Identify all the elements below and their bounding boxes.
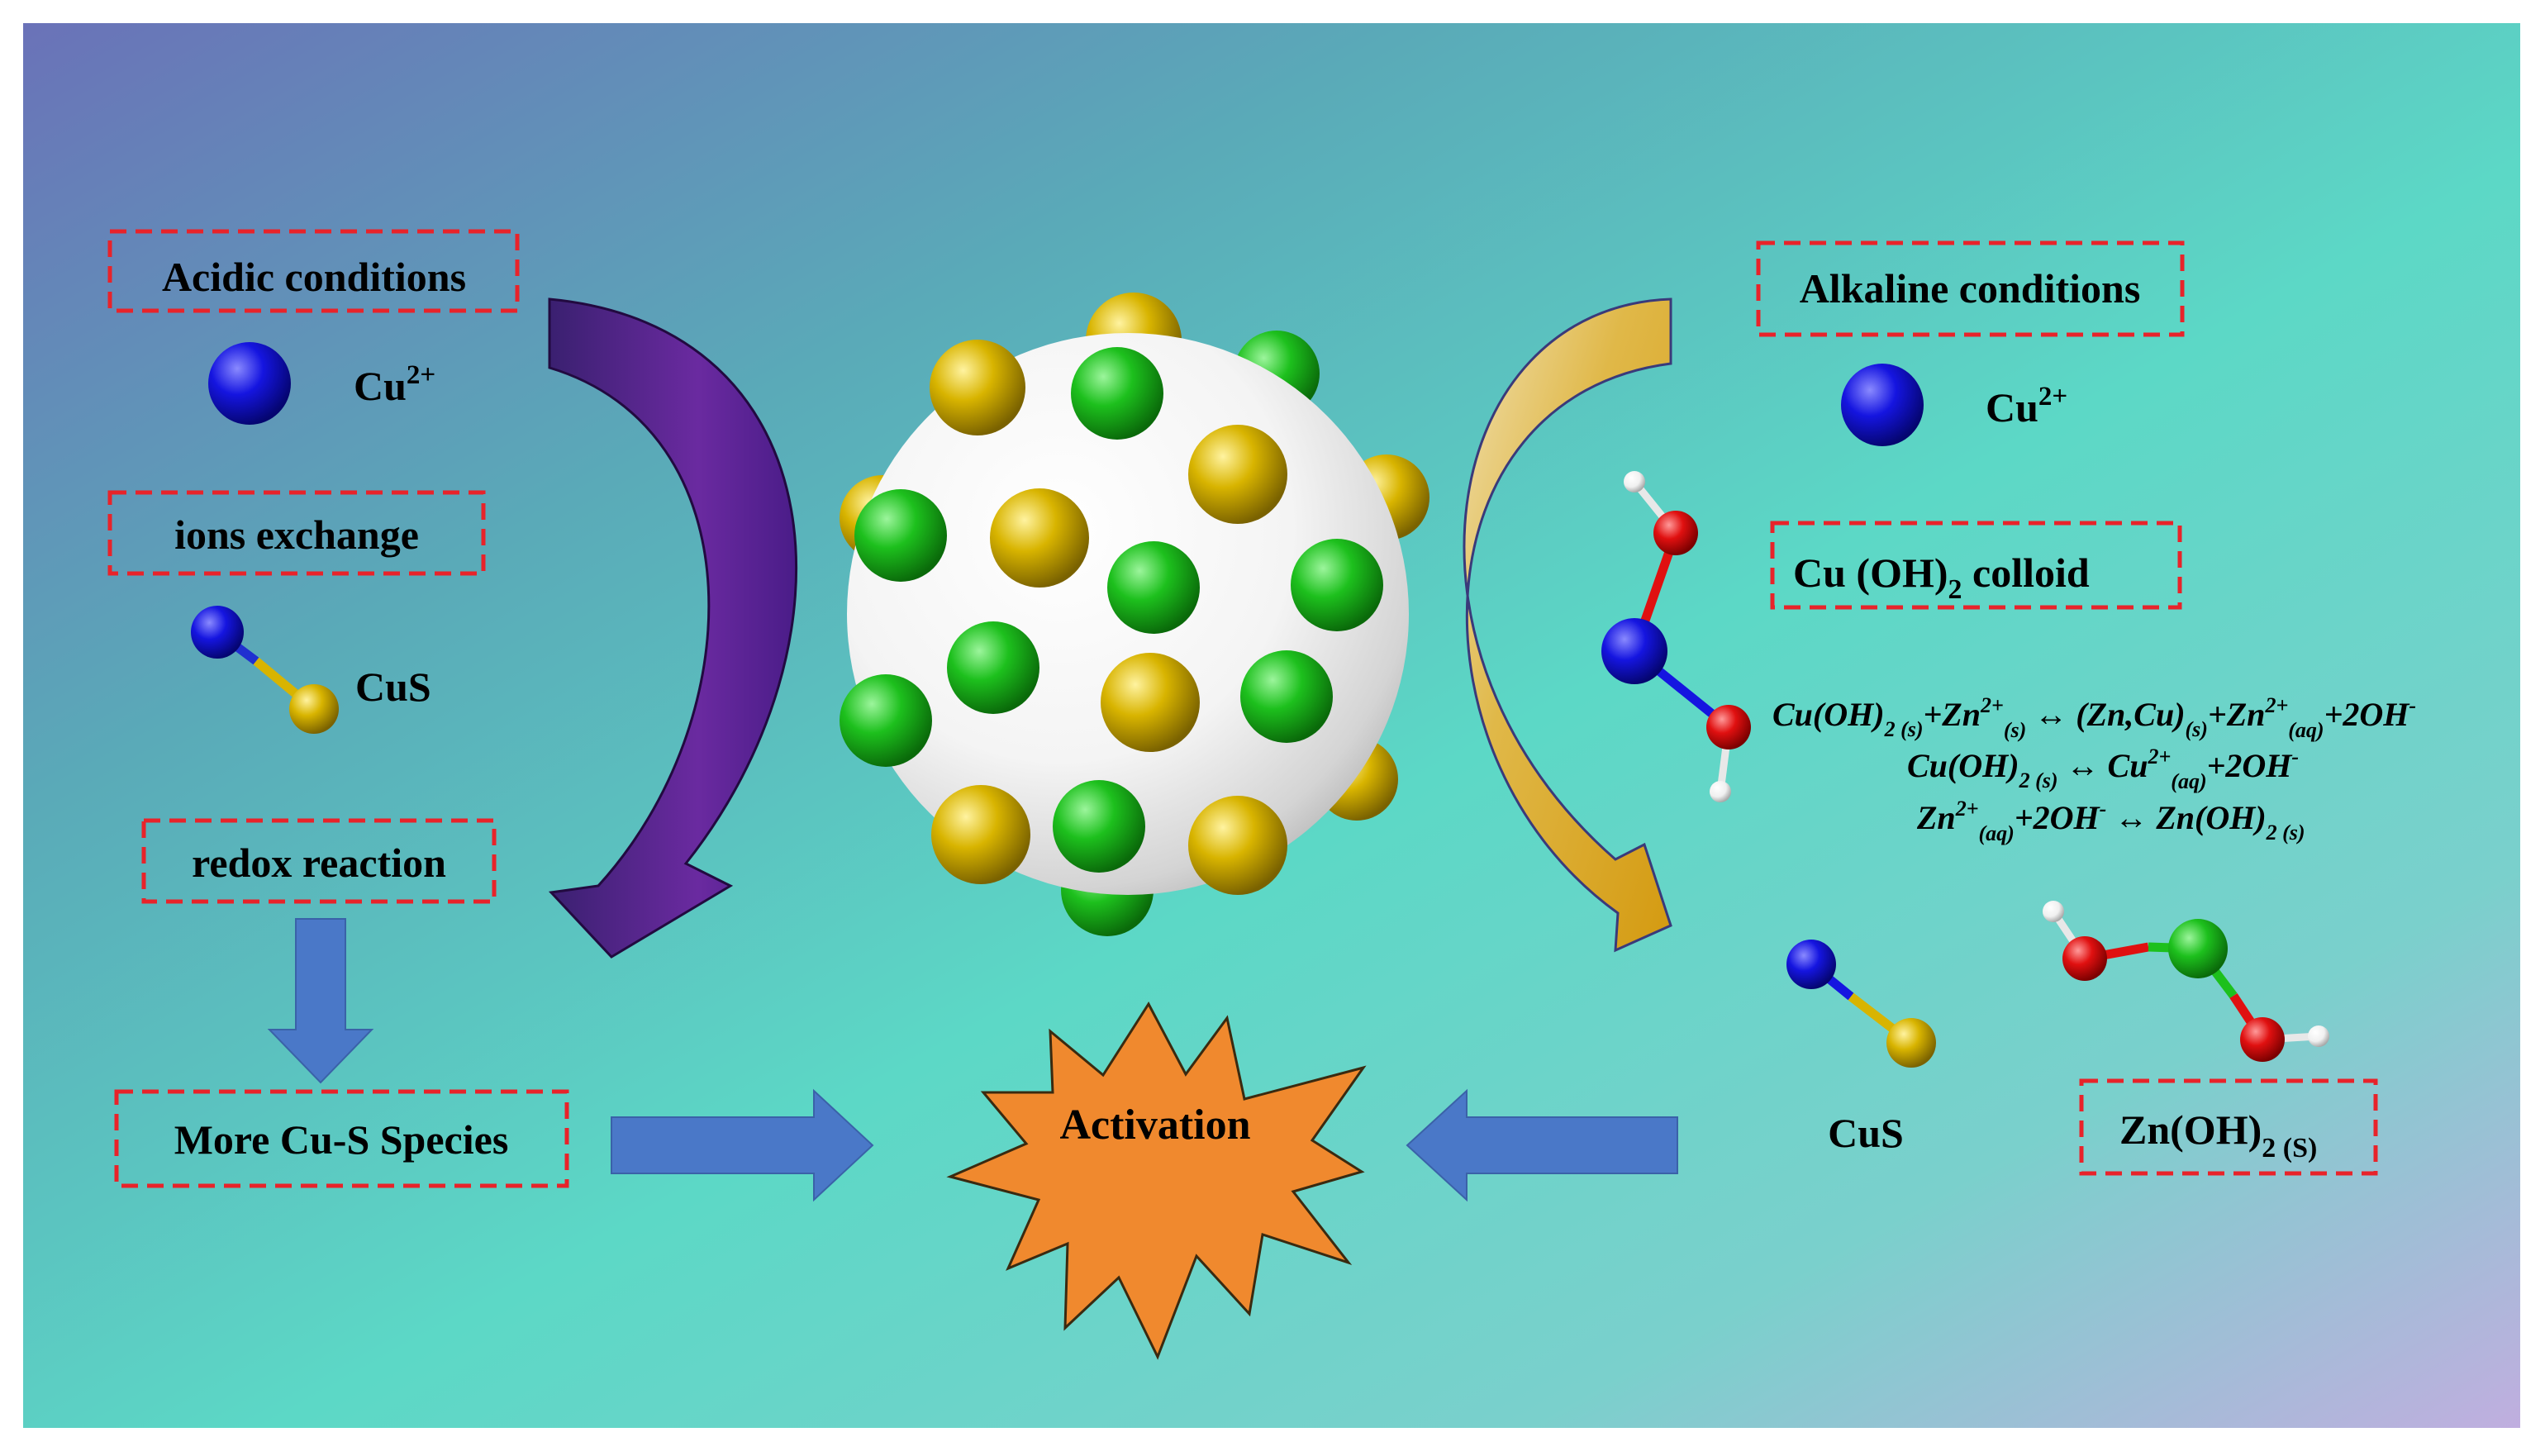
s-atom — [1886, 1018, 1936, 1068]
cu-ion-label-right: Cu2+ — [1986, 382, 2067, 431]
equation-2: Cu(OH)2 (s) ↔ Cu2+(aq)+2OH- — [1907, 745, 2299, 793]
h-atom — [2308, 1025, 2329, 1047]
cu-ion-sphere-right — [1841, 364, 1924, 446]
s-atom — [289, 684, 339, 734]
cu-ion-sphere — [208, 342, 291, 425]
zn-atom — [1291, 539, 1383, 631]
cus-molecule-left — [191, 606, 339, 734]
zn-atom — [1053, 780, 1145, 873]
cu-oh2-molecule — [1601, 471, 1751, 802]
h-atom — [2043, 901, 2064, 922]
purple-curved-arrow — [548, 297, 798, 959]
cu-atom — [1786, 940, 1836, 989]
o-atom — [1653, 511, 1698, 555]
s-atom — [1188, 796, 1287, 895]
redox-reaction-box — [141, 818, 497, 904]
o-atom — [2240, 1017, 2285, 1062]
zn-oh2-box — [2079, 1078, 2378, 1176]
left-to-activation-arrow — [611, 1088, 874, 1202]
cu-atom — [1601, 618, 1667, 684]
more-cus-species-label: More Cu-S Species — [174, 1116, 509, 1163]
activation-burst — [946, 1002, 1367, 1360]
cus-label-left: CuS — [355, 664, 431, 710]
cu-ion-label: Cu2+ — [354, 360, 435, 409]
ions-exchange-box — [107, 490, 486, 576]
alkaline-conditions-box — [1756, 240, 2185, 337]
s-atom — [1188, 425, 1287, 524]
cu-oh2-colloid-box — [1770, 521, 2182, 610]
cus-molecule-right — [1786, 940, 1936, 1068]
o-atom — [2062, 936, 2107, 981]
s-atom — [990, 488, 1089, 588]
acidic-conditions-box — [107, 229, 520, 313]
zn-atom — [947, 621, 1039, 714]
equation-1: Cu(OH)2 (s)+Zn2+(s) ↔ (Zn,Cu)(s)+Zn2+(aq… — [1772, 693, 2416, 742]
zn-atom — [2168, 919, 2228, 978]
acidic-conditions-label: Acidic conditions — [162, 254, 466, 300]
catalyst-particle — [840, 293, 1429, 936]
gold-curved-arrow — [1463, 297, 1672, 953]
down-arrow — [267, 918, 374, 1084]
equation-3: Zn2+(aq)+2OH- ↔ Zn(OH)2 (s) — [1916, 797, 2305, 845]
redox-reaction-label: redox reaction — [192, 840, 446, 886]
ions-exchange-label: ions exchange — [174, 512, 419, 558]
h-atom — [1710, 781, 1731, 802]
s-atom — [930, 340, 1025, 435]
cu-atom — [191, 606, 244, 659]
activation-label: Activation — [1059, 1102, 1250, 1149]
s-atom — [931, 785, 1030, 884]
zn-oh2-molecule — [2043, 901, 2329, 1062]
o-atom — [1706, 705, 1751, 749]
cu-oh2-colloid-label: Cu (OH)2 colloid — [1793, 550, 2090, 605]
zn-atom — [1071, 347, 1163, 440]
cus-label-right: CuS — [1828, 1110, 1904, 1156]
zn-atom — [854, 489, 947, 582]
zn-atom — [1240, 650, 1333, 743]
s-atom — [1101, 653, 1200, 752]
alkaline-conditions-label: Alkaline conditions — [1800, 265, 2141, 312]
zn-atom — [1107, 541, 1200, 634]
h-atom — [1624, 471, 1645, 492]
right-to-activation-arrow — [1406, 1088, 1678, 1202]
zn-oh2-label: Zn(OH)2 (S) — [2119, 1106, 2317, 1163]
more-cus-species-box — [114, 1089, 569, 1188]
zn-atom — [840, 674, 932, 767]
